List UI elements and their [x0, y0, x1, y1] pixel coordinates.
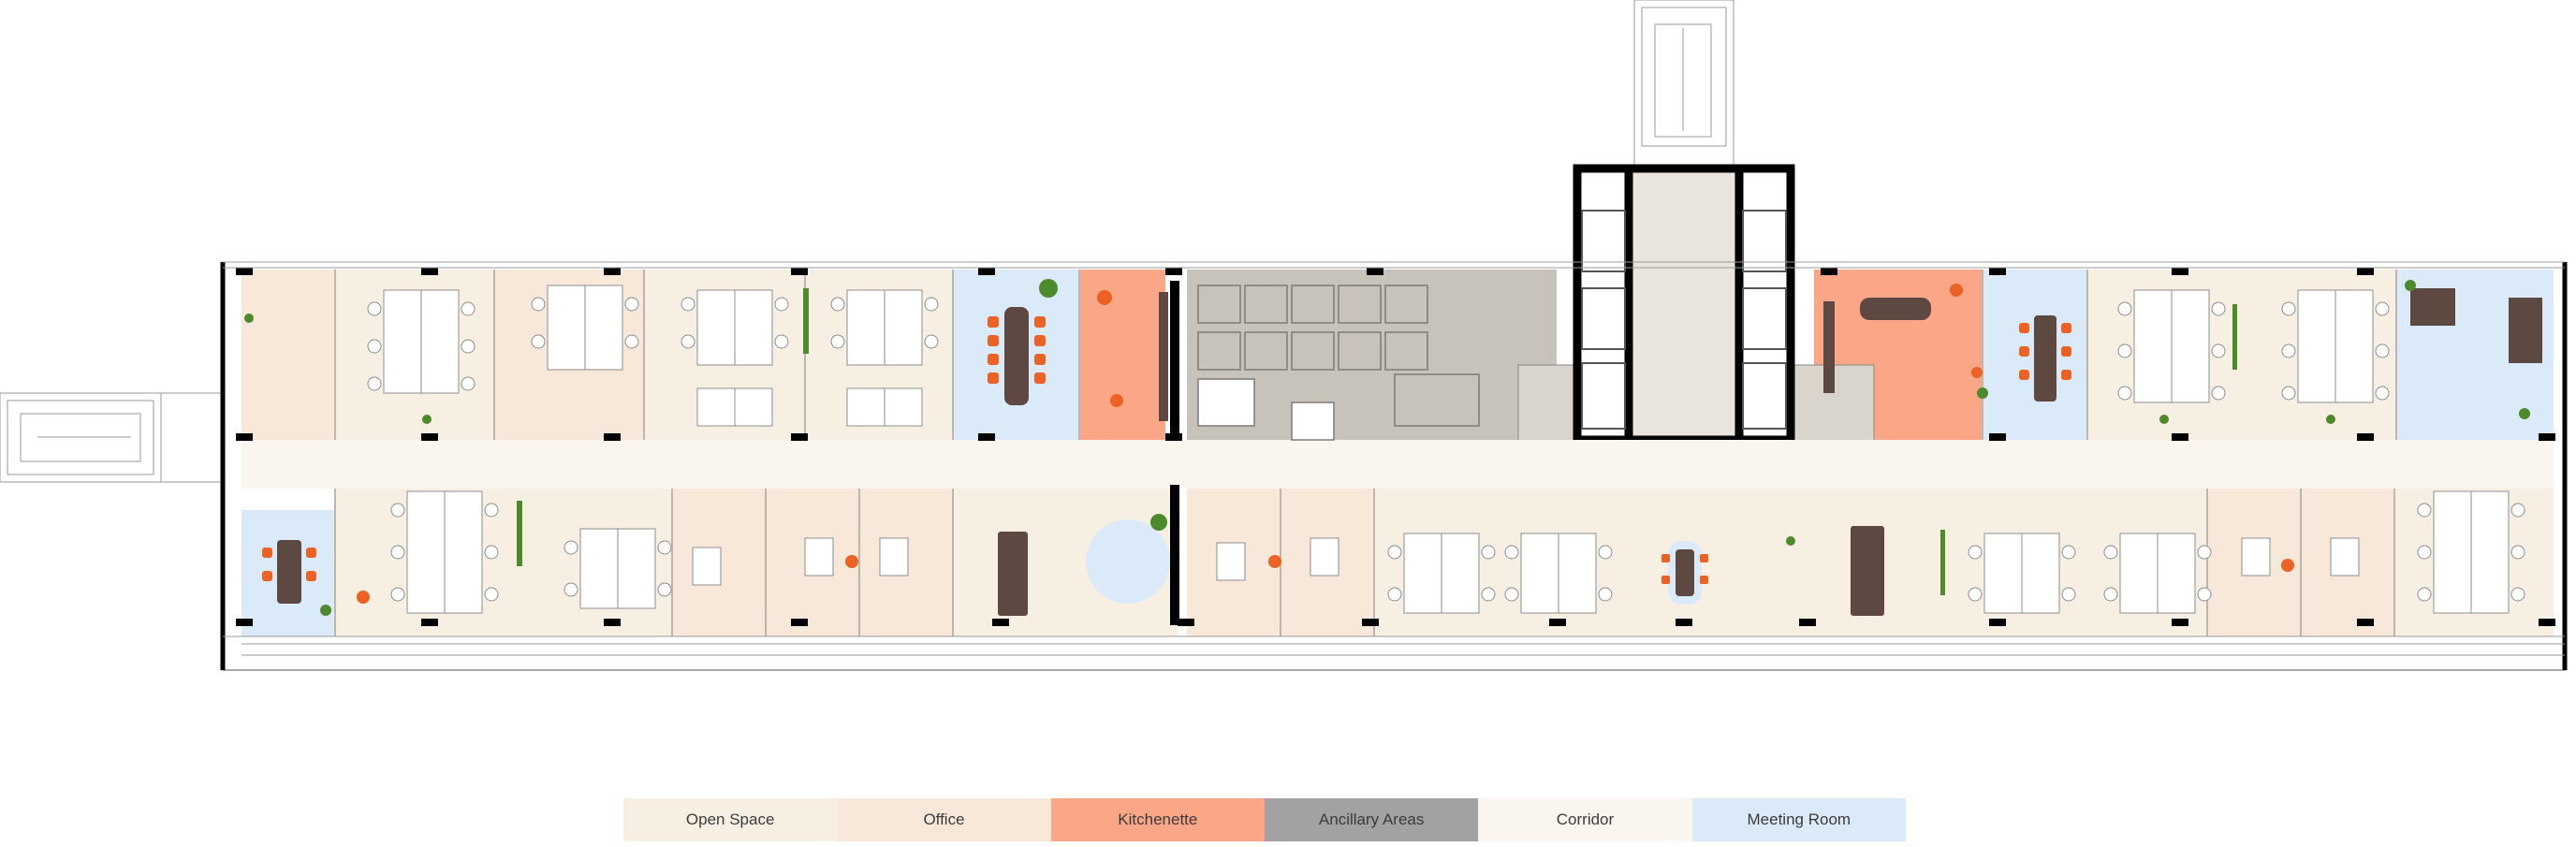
exterior-walls	[220, 262, 2568, 670]
chairs	[367, 297, 2525, 602]
legend-item-meeting-room: Meeting Room	[1691, 798, 1906, 841]
counters	[1159, 288, 2542, 421]
left-stair	[0, 392, 222, 483]
kitchenette-1	[1079, 270, 1165, 440]
legend-item-open-space: Open Space	[623, 798, 838, 841]
wc-cubicles	[1197, 285, 1480, 441]
legend-item-corridor: Corridor	[1478, 798, 1692, 841]
desk-clusters	[383, 285, 2510, 614]
room-office-1	[242, 270, 335, 440]
top-stair-tower	[1633, 0, 1734, 169]
facade-lines	[223, 261, 2565, 656]
legend-item-kitchenette: Kitchenette	[1050, 798, 1265, 841]
room-open-6	[1374, 489, 2207, 636]
columns	[236, 268, 2555, 626]
plants	[244, 279, 2530, 616]
legend-item-ancillary-areas: Ancillary Areas	[1264, 798, 1479, 841]
lounge-circle	[1086, 519, 1170, 604]
meeting-furniture	[262, 284, 2294, 616]
corridor	[242, 440, 2554, 489]
legend-item-office: Office	[837, 798, 1051, 841]
